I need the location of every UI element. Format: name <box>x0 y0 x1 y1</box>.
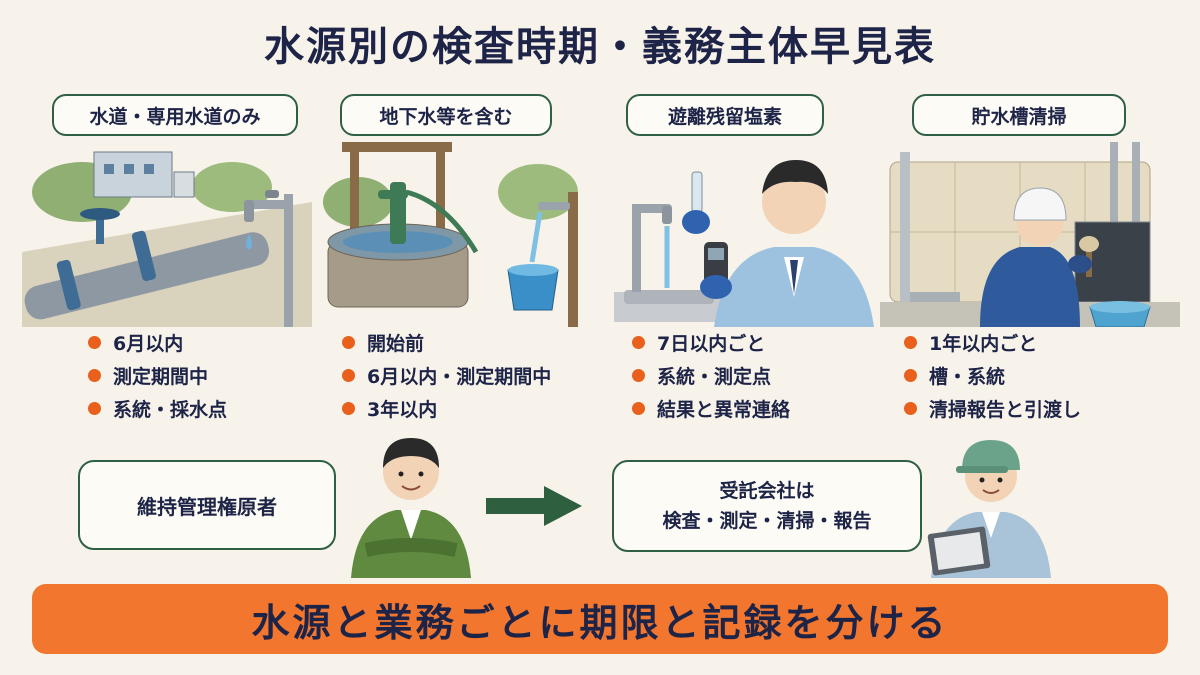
bullet-dot <box>342 336 355 349</box>
header-tank-cleaning: 貯水槽清掃 <box>912 94 1126 136</box>
list-item: 6月以内・測定期間中 <box>342 359 551 392</box>
bullet-dot <box>904 369 917 382</box>
bullet-list-groundwater: 開始前 6月以内・測定期間中 3年以内 <box>342 326 551 425</box>
bullet-dot <box>632 402 645 415</box>
well-pump-illustration <box>318 142 586 327</box>
list-item: 系統・採水点 <box>88 392 227 425</box>
arrow-right-icon <box>486 486 582 526</box>
bullet-list-residual-chlorine: 7日以内ごと 系統・測定点 結果と異常連絡 <box>632 326 790 425</box>
contractor-duties: 検査・測定・清掃・報告 <box>662 510 872 532</box>
list-item: 1年以内ごと <box>904 326 1081 359</box>
chlorine-tester-illustration <box>604 142 874 327</box>
owner-box: 維持管理権原者 <box>78 460 336 550</box>
bullet-dot <box>904 336 917 349</box>
list-item: 清掃報告と引渡し <box>904 392 1081 425</box>
bullet-dot <box>632 336 645 349</box>
bullet-dot <box>342 369 355 382</box>
owner-person-illustration <box>346 430 476 578</box>
list-item: 槽・系統 <box>904 359 1081 392</box>
list-item: 6月以内 <box>88 326 227 359</box>
page-title: 水源別の検査時期・義務主体早見表 <box>264 24 936 70</box>
header-residual-chlorine: 遊離残留塩素 <box>626 94 824 136</box>
list-item: 3年以内 <box>342 392 551 425</box>
contractor-label: 受託会社は <box>719 480 815 502</box>
bullet-dot <box>88 402 101 415</box>
pipe-faucet-illustration <box>22 142 312 327</box>
list-item: 系統・測定点 <box>632 359 790 392</box>
list-item: 7日以内ごと <box>632 326 790 359</box>
bullet-dot <box>632 369 645 382</box>
bullet-dot <box>342 402 355 415</box>
list-item: 結果と異常連絡 <box>632 392 790 425</box>
bullet-list-tap-water: 6月以内 測定期間中 系統・採水点 <box>88 326 227 425</box>
tank-cleaning-illustration <box>880 142 1180 327</box>
owner-label: 維持管理権原者 <box>137 494 277 519</box>
list-item: 開始前 <box>342 326 551 359</box>
bullet-dot <box>88 369 101 382</box>
contractor-person-illustration <box>926 430 1056 578</box>
contractor-box: 受託会社は 検査・測定・清掃・報告 <box>612 460 922 552</box>
header-groundwater: 地下水等を含む <box>340 94 552 136</box>
header-tap-water: 水道・専用水道のみ <box>52 94 298 136</box>
summary-banner: 水源と業務ごとに期限と記録を分ける <box>32 584 1168 654</box>
list-item: 測定期間中 <box>88 359 227 392</box>
summary-banner-text: 水源と業務ごとに期限と記録を分ける <box>251 600 949 645</box>
bullet-dot <box>88 336 101 349</box>
bullet-dot <box>904 402 917 415</box>
bullet-list-tank-cleaning: 1年以内ごと 槽・系統 清掃報告と引渡し <box>904 326 1081 425</box>
